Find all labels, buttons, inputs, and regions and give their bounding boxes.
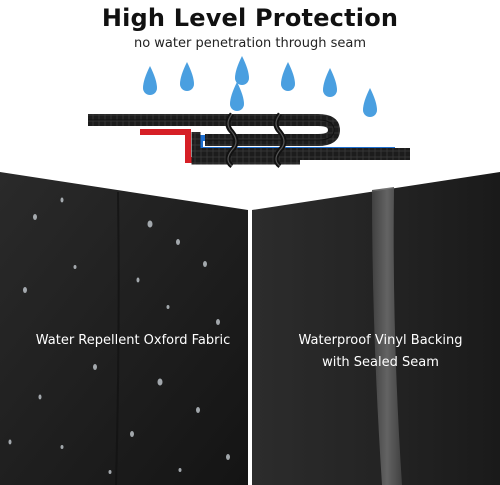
page-subtitle: no water penetration through seam bbox=[133, 36, 367, 51]
oxford-fabric-caption: Water Repellent Oxford Fabric bbox=[35, 333, 231, 348]
panel-divider bbox=[248, 210, 252, 485]
rain-drop-6 bbox=[323, 68, 337, 97]
seam-diagram bbox=[88, 56, 410, 168]
vinyl-caption-line-1: Waterproof Vinyl Backing bbox=[298, 333, 463, 348]
vinyl-backing-caption: Waterproof Vinyl Backing with Sealed Sea… bbox=[278, 330, 483, 374]
lower-fabric-fold bbox=[191, 132, 300, 165]
rain-drop-1 bbox=[143, 66, 157, 95]
seam-layers bbox=[88, 112, 410, 168]
page-title: High Level Protection bbox=[101, 4, 399, 32]
sealed-seam-strip bbox=[372, 187, 402, 485]
oxford-fabric-panel bbox=[0, 172, 248, 485]
oxford-seam-line bbox=[115, 191, 120, 485]
rain-drop-2 bbox=[180, 62, 194, 91]
top-fabric-layer bbox=[88, 114, 341, 146]
water-droplets bbox=[8, 197, 230, 474]
rain-drop-7 bbox=[363, 88, 377, 117]
rain-drop-3 bbox=[235, 56, 249, 85]
fabric-panels bbox=[0, 172, 500, 485]
rain-drop-5 bbox=[281, 62, 295, 91]
rain-drop-4 bbox=[230, 82, 244, 111]
vinyl-caption-line-2: with Sealed Seam bbox=[322, 355, 439, 370]
rain-drops bbox=[143, 56, 377, 117]
